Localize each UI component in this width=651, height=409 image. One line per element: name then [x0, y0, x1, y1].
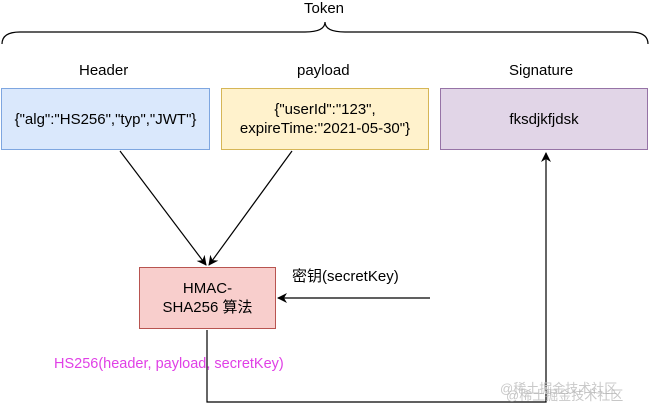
token-brace	[1, 21, 649, 45]
signature-label: Signature	[509, 62, 574, 79]
hmac-to-signature-arrow	[206, 152, 551, 403]
hs256-formula-label: HS256(header, payload, secretKey)	[54, 356, 284, 372]
secret-key-label: 密钥(secretKey)	[292, 268, 399, 285]
payload-to-hmac-arrow	[208, 150, 293, 266]
header-box: {"alg":"HS256","typ","JWT"}	[1, 88, 210, 150]
payload-box: {"userId":"123", expireTime:"2021-05-30"…	[221, 88, 429, 150]
signature-box: fksdjkfjdsk	[440, 88, 648, 150]
watermark: @稀土掘金技术社区 @稀土掘金技术社区	[500, 378, 623, 403]
header-label: Header	[79, 62, 129, 79]
signature-content: fksdjkfjdsk	[509, 110, 579, 128]
header-to-hmac-arrow	[119, 150, 207, 266]
payload-label: payload	[297, 62, 350, 79]
header-content: {"alg":"HS256","typ","JWT"}	[14, 110, 197, 128]
token-label: Token	[304, 0, 345, 17]
watermark-shadow: @稀土掘金技术社区	[506, 388, 624, 403]
watermark-text: @稀土掘金技术社区	[500, 381, 618, 396]
hmac-algorithm-box: HMAC- SHA256 算法	[139, 267, 276, 329]
payload-content: {"userId":"123", expireTime:"2021-05-30"…	[239, 101, 411, 137]
hmac-content: HMAC- SHA256 算法	[162, 280, 253, 316]
